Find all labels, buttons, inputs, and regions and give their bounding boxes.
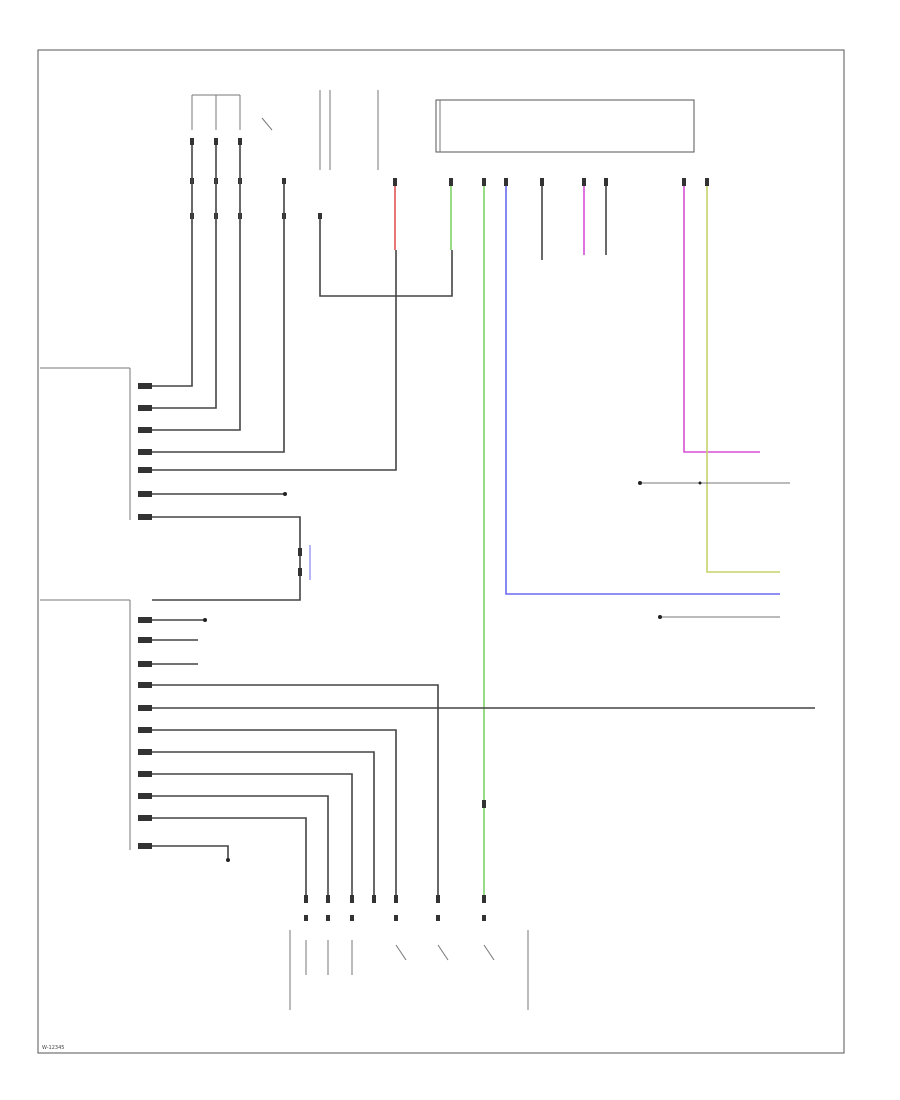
wire-blue xyxy=(505,186,780,595)
green-wire-connector xyxy=(482,800,486,808)
right-ground-circuit-lower xyxy=(658,615,780,619)
wire-lower-8 xyxy=(152,773,353,900)
wire-black-6 xyxy=(138,250,397,471)
wire-black-2 xyxy=(138,145,217,409)
wire-lower-4 xyxy=(152,684,439,900)
wire-lower-10 xyxy=(152,817,307,900)
wire-lower-6 xyxy=(152,729,397,900)
left-module-upper xyxy=(40,367,131,850)
right-ground-circuit-upper xyxy=(638,481,790,485)
wire-lower-9 xyxy=(152,795,329,900)
wire-black-5 xyxy=(319,219,453,297)
wire-lower-11 xyxy=(152,845,229,858)
diagram-frame xyxy=(37,49,845,1054)
top-right-module xyxy=(393,99,709,186)
wire-black-1 xyxy=(138,145,193,387)
diagram-footer-code: W-12345 xyxy=(42,1045,64,1051)
wire-loop xyxy=(152,516,301,601)
wire-magenta-2 xyxy=(683,186,760,453)
wire-black-4 xyxy=(138,184,285,453)
left-connector-upper-pins xyxy=(138,383,152,520)
wire-black-3 xyxy=(138,145,241,431)
bottom-switch-module xyxy=(289,895,529,1010)
wire-lower-7 xyxy=(152,751,375,900)
wire-yellowgreen xyxy=(706,186,780,573)
left-connector-lower-pins xyxy=(138,617,152,849)
